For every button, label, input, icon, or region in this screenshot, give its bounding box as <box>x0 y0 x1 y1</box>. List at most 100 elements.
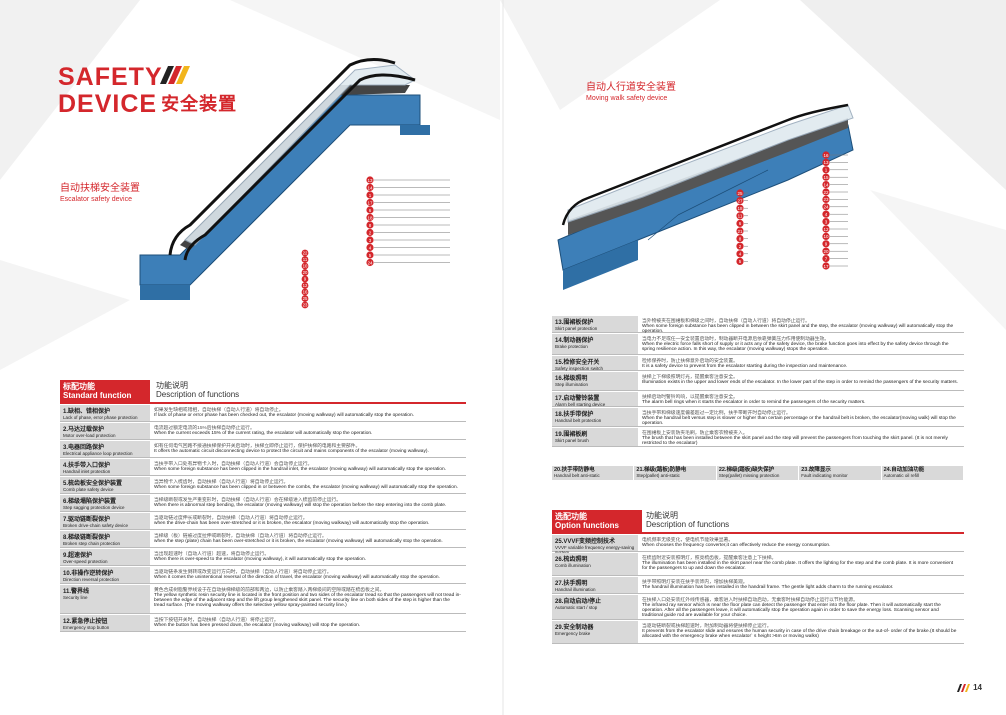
callout-marker <box>366 206 374 214</box>
callout-number: 2 <box>369 230 372 235</box>
row-label-en: Automatic start / stop <box>555 605 598 610</box>
row-desc-cn: 当外物被夹在围裙板和梯级之间时，自动扶梯（自动人行道）将自动停止运行。 <box>642 319 810 324</box>
row-desc-en: when the step (plate) chain has been ove… <box>154 539 443 544</box>
row-description: 如有任何电气回路不接通扶梯保护开关启动时，扶梯立即停止运行，保护扶梯的电路和主要… <box>150 441 466 457</box>
row-label-cn: 12.紧急停止按钮 <box>63 619 108 625</box>
escalator-caption-cn: 自动扶梯安全装置 <box>60 183 140 194</box>
callout-number: 22 <box>823 190 829 195</box>
callout-marker <box>301 301 309 309</box>
mini-cell-en: Handrail belt anti-static <box>554 473 600 478</box>
mini-cell-cn: 22.梯级(踏板)缺失保护 <box>718 467 775 473</box>
row-label-cn: 13.围裙板保护 <box>555 320 594 326</box>
mini-cell-en: Fault indicating monitor <box>801 473 848 478</box>
row-desc-en: When some foreign substance has been cli… <box>154 485 458 490</box>
callout-marker <box>822 255 830 263</box>
callout-marker <box>822 232 830 240</box>
callout-number: 24 <box>823 205 829 210</box>
row-desc-en: The alarm bell rings when it starts the … <box>642 400 866 405</box>
color-stripes-logo <box>160 66 190 84</box>
standard-col-en: Description of functions <box>156 390 240 399</box>
row-label-cn: 1.缺相、错相保护 <box>63 409 111 415</box>
row-label-en: Brake protection <box>555 344 588 349</box>
row-label-cn: 7.驱动链断裂保护 <box>63 517 111 523</box>
row-desc-en: It offers the automatic circuit disconne… <box>154 449 429 454</box>
row-desc-cn: 黄色合成树脂警界线设于在自动扶梯梯级的前部和两边，以防止乘客踏入两梯级间的空隙或… <box>154 588 385 593</box>
row-label-en: Step sagging protection device <box>63 505 125 510</box>
callout-number: 1 <box>369 193 372 198</box>
row-label-en: Over-speed protection <box>63 559 108 564</box>
row-description: 当外物被夹在围裙板和梯级之间时，自动扶梯（自动人行道）将自动停止运行。When … <box>638 316 964 334</box>
callout-number: 3 <box>369 238 372 243</box>
row-label-en: Motor over-load protection <box>63 433 116 438</box>
mini-cell-en: Step(pallet) missing protection <box>718 473 780 478</box>
callout-number: 12 <box>823 227 829 232</box>
row-description: 电流超过额定电流的15%后扶梯自动停止运行。When the current e… <box>150 423 466 439</box>
callout-number: 17 <box>367 200 373 205</box>
row-description: 当梯级（板）链被过度拉伸或断裂时，自动扶梯（自动人行道）将自动停止运行。when… <box>150 531 466 547</box>
row-desc-en: When the electric force falls short of s… <box>642 342 949 352</box>
standard-col-title: 功能说明 Description of functions <box>156 381 239 399</box>
callout-number: 20 <box>303 270 308 275</box>
row-desc-cn: 当电力不足或任一安全装置启动时，制动器断开电源后依靠弹簧压力作用使制动器生效。 <box>642 337 830 342</box>
callout-marker <box>366 198 374 207</box>
callout-marker <box>301 282 309 289</box>
callout-marker <box>366 258 374 267</box>
row-desc-en: The brush that has been installed betwee… <box>642 436 948 446</box>
option-divider <box>552 532 964 534</box>
mini-cell-cn: 20.扶手带防静电 <box>554 467 595 473</box>
row-desc-en: The illumination has been installed in t… <box>642 561 954 571</box>
callout-number: 6 <box>369 208 372 213</box>
callout-marker <box>822 203 830 211</box>
callout-number: 13 <box>367 178 373 183</box>
walkway-caption: 自动人行道安全装置 Moving walk safety device <box>586 82 676 104</box>
callout-number: 4 <box>825 212 828 217</box>
row-label-en: Security line <box>63 595 88 600</box>
callout-marker <box>736 242 744 250</box>
option-header-en: Option functions <box>555 521 619 530</box>
callout-marker <box>822 225 830 233</box>
row-description: 在扶梯入口处安装红外线传感器，乘客进入时扶梯自动启动，无乘客时扶梯自动停止运行以… <box>638 595 964 619</box>
callout-number: 9 <box>825 242 828 247</box>
row-label-en: Broken drive-chain safety device <box>63 523 129 528</box>
row-desc-cn: 检修保养时，防止扶梯意外启动的安全装置。 <box>642 359 738 364</box>
callout-marker <box>822 173 830 181</box>
callout-number: 24 <box>367 260 373 265</box>
callout-number: 6 <box>739 221 742 226</box>
callout-marker <box>366 236 374 244</box>
row-label-cn: 4.扶手带入口保护 <box>63 463 111 469</box>
callout-marker <box>736 227 744 235</box>
row-label-en: Emergency stop button <box>63 625 110 630</box>
row-description: 当电力不足或任一安全装置启动时，制动器断开电源后依靠弹簧压力作用使制动器生效。W… <box>638 334 964 354</box>
row-label-en: Skirt panel protection <box>555 326 598 331</box>
row-description: 扶手带照明灯安装在扶手装饰内，增加扶梯美观。The handrail illum… <box>638 577 964 593</box>
callout-marker <box>822 210 830 218</box>
row-desc-cn: 当异物卡入梳齿时，自动扶梯（自动人行道）将自动停止运行。 <box>154 480 289 485</box>
row-label-cn: 25.VVVF变频控制技术 <box>555 539 616 545</box>
callout-number: 1 <box>825 168 828 173</box>
mini-cell-cn: 24.自动加油功能 <box>883 467 925 473</box>
row-label-cn: 11.警界线 <box>63 589 90 595</box>
row-desc-cn: 扶梯上下梯级照明灯光，提醒乘客注意安全。 <box>642 375 738 380</box>
callout-number: 4 <box>369 245 372 250</box>
row-description: 当驱动链条发生倒转或改变运行方向时，自动扶梯（自动人行道）将自动停止运行。Whe… <box>150 567 466 583</box>
row-label-en: Handrail inlet protection <box>63 469 111 474</box>
callout-marker <box>366 191 374 199</box>
callout-number: 21 <box>737 229 743 234</box>
callout-number: 7 <box>825 256 828 261</box>
row-desc-cn: 当梯级（板）链被过度拉伸或断裂时，自动扶梯（自动人行道）将自动停止运行。 <box>154 534 327 539</box>
